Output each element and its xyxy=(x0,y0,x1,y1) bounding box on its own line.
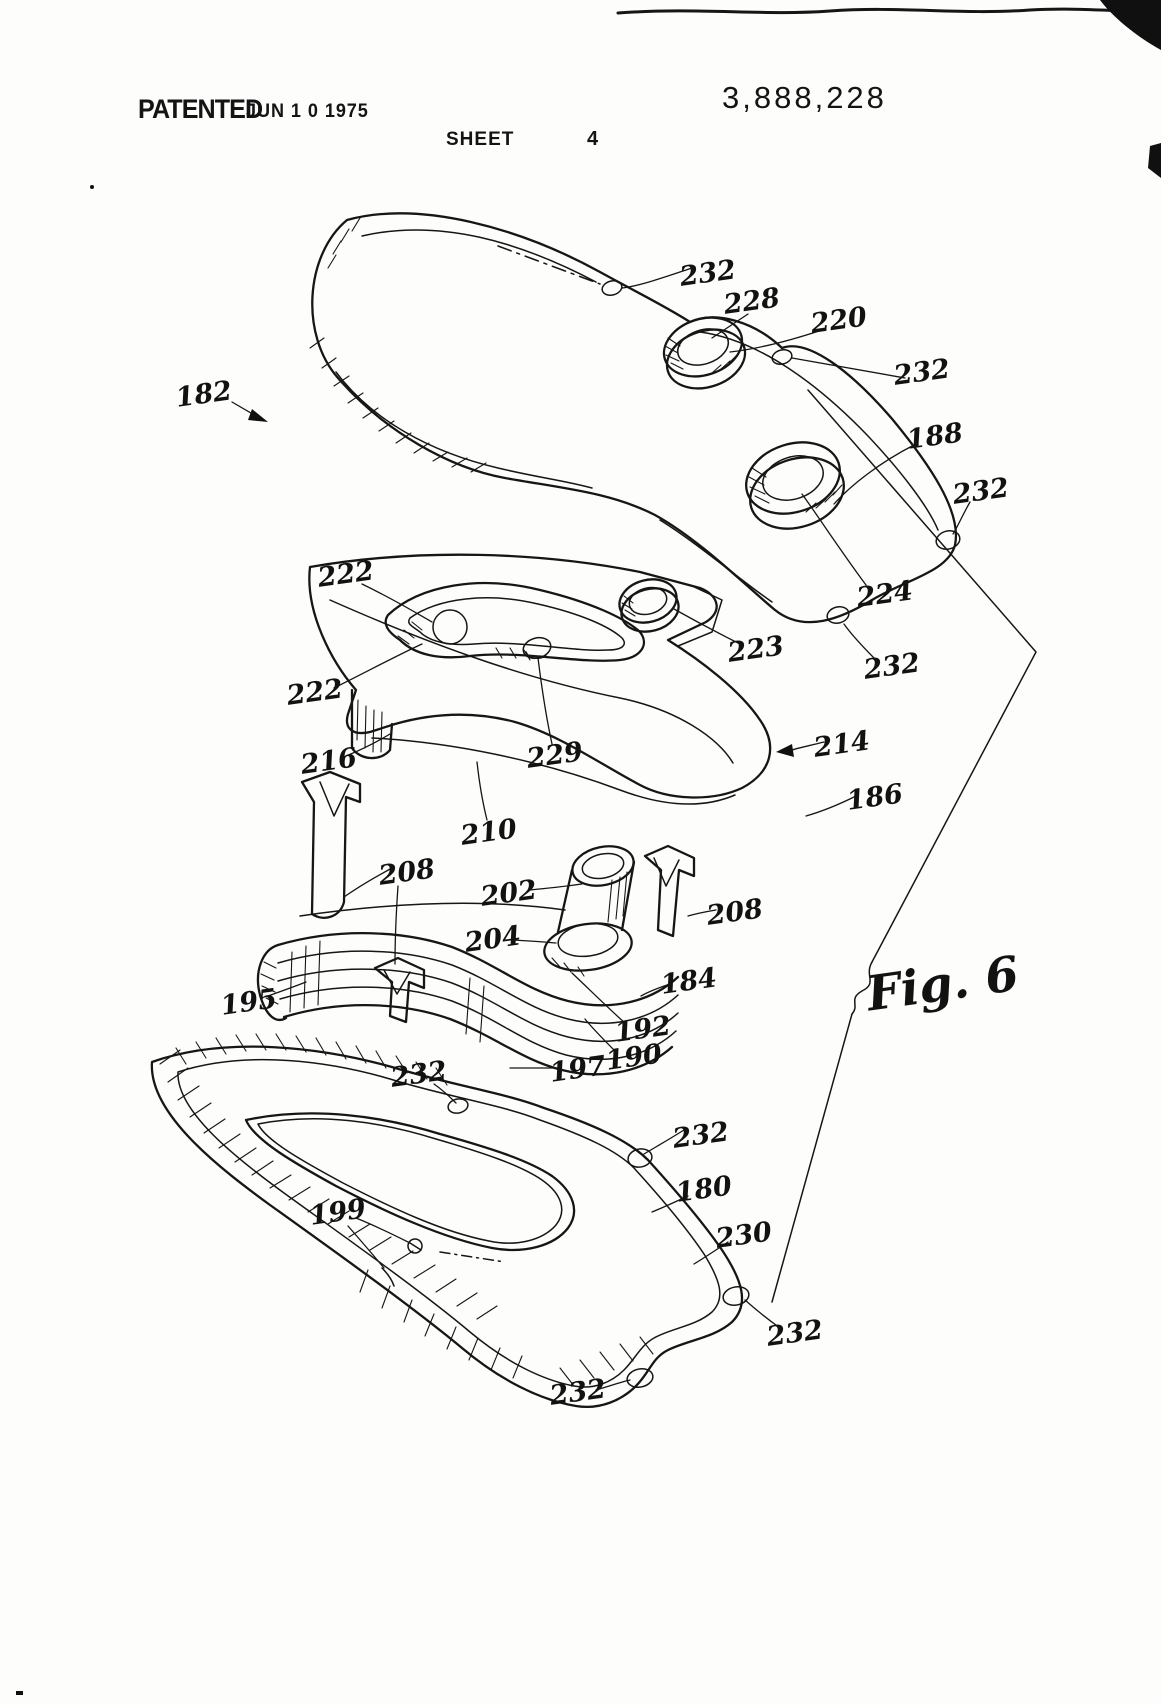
ref-label-190: 190 xyxy=(604,1038,664,1077)
leader-222-a xyxy=(362,584,432,622)
ref-label-199: 199 xyxy=(308,1193,368,1232)
top-gasket-part xyxy=(310,213,962,625)
ref-label-224: 224 xyxy=(854,575,915,614)
ref-label-229: 229 xyxy=(524,736,585,775)
leader-199 xyxy=(348,1218,410,1268)
figure-brace xyxy=(772,390,1036,1302)
v-bracket-left xyxy=(302,772,360,918)
leader-210 xyxy=(477,762,487,820)
ref-label-223: 223 xyxy=(725,630,786,669)
leader-192 xyxy=(572,973,626,1024)
ref-label-230: 230 xyxy=(713,1216,774,1255)
ref-label-220: 220 xyxy=(808,301,869,340)
ref-label-232-f: 232 xyxy=(670,1116,731,1155)
ref-label-216: 216 xyxy=(298,742,359,781)
ref-label-188: 188 xyxy=(905,417,965,456)
figure-caption: Fig. 6 xyxy=(861,946,1022,1023)
ref-label-204: 204 xyxy=(462,920,523,959)
ref-label-197: 197 xyxy=(548,1050,608,1089)
ref-label-214: 214 xyxy=(811,725,872,764)
ref-label-208-left: 208 xyxy=(376,853,437,892)
ref-label-232-b: 232 xyxy=(891,353,952,392)
ref-label-232-c: 232 xyxy=(950,472,1011,511)
ref-label-232-g: 232 xyxy=(764,1314,825,1353)
pan-flange-hole xyxy=(721,1284,750,1307)
ref-label-202: 202 xyxy=(478,874,539,913)
pan-flange-hole xyxy=(625,1366,654,1389)
ref-label-180: 180 xyxy=(674,1170,734,1209)
v-bracket-right xyxy=(645,846,694,936)
ref-label-208-right: 208 xyxy=(704,893,765,932)
ref-label-184: 184 xyxy=(659,962,719,1001)
ref-label-186: 186 xyxy=(845,778,905,817)
ref-label-232-a: 232 xyxy=(677,254,738,293)
ref-label-210: 210 xyxy=(458,813,519,852)
gasket-hole xyxy=(601,279,624,298)
leader-188 xyxy=(834,444,916,504)
groove-ball-end xyxy=(433,610,467,644)
ref-label-182: 182 xyxy=(174,375,234,414)
ref-label-222-a: 222 xyxy=(315,555,376,594)
oil-pan-part xyxy=(152,1034,751,1407)
reference-numerals: 182 232 228 220 232 188 232 224 232 222 … xyxy=(174,254,1023,1412)
ref-label-228: 228 xyxy=(721,282,782,321)
gasket-hole xyxy=(825,604,850,625)
kidney-groove xyxy=(386,583,644,661)
leader-222-b xyxy=(334,644,422,688)
scan-artifact-top xyxy=(16,0,1161,1695)
bearing-ring-lower xyxy=(737,431,853,540)
plate-bearing-boss xyxy=(615,573,722,646)
ref-label-232-d: 232 xyxy=(861,647,922,686)
pan-flange-hole xyxy=(447,1097,469,1115)
ref-label-222-b: 222 xyxy=(284,673,345,712)
leader-202 xyxy=(530,884,582,890)
gasket-hole xyxy=(771,348,794,367)
